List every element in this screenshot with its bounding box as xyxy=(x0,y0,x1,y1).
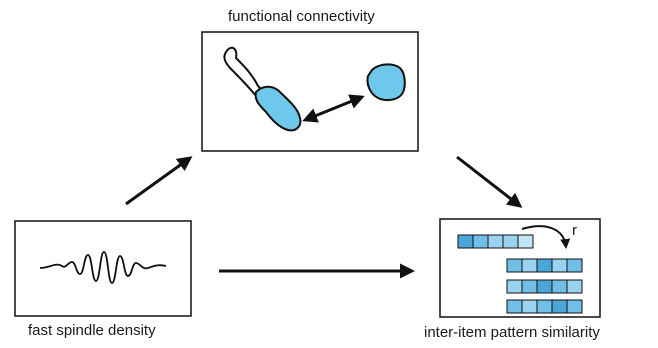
pattern-cell xyxy=(521,299,538,314)
pattern-cell xyxy=(521,279,538,294)
pattern-cell xyxy=(506,258,523,273)
blue-region-shape xyxy=(254,85,302,132)
arrow-fc-to-ips xyxy=(456,155,523,208)
pattern-cell xyxy=(551,279,568,294)
pattern-cell xyxy=(506,279,523,294)
connectivity-arrow xyxy=(302,94,365,123)
pattern-cell xyxy=(566,279,583,294)
pattern-cell xyxy=(536,258,553,273)
correlation-arrow xyxy=(521,225,571,249)
fsd-box xyxy=(14,220,192,317)
pattern-cell xyxy=(457,234,474,249)
pattern-cell xyxy=(551,258,568,273)
pattern-cell xyxy=(566,258,583,273)
correlation-r-label: r xyxy=(572,222,577,239)
fast-spindle-density-label: fast spindle density xyxy=(28,322,156,339)
pattern-cell xyxy=(521,258,538,273)
inter-item-pattern-similarity-label: inter-item pattern similarity xyxy=(424,324,600,341)
pattern-cell xyxy=(506,299,523,314)
pattern-cell xyxy=(536,279,553,294)
pattern-cell xyxy=(487,234,504,249)
pattern-cell xyxy=(536,299,553,314)
pattern-cell xyxy=(551,299,568,314)
arrow-fsd-to-fc xyxy=(125,156,193,206)
pattern-similarity-panel xyxy=(439,218,601,318)
round-region-shape xyxy=(366,63,406,102)
pattern-grid xyxy=(457,234,583,314)
pattern-cell xyxy=(566,299,583,314)
functional-connectivity-label: functional connectivity xyxy=(228,8,375,25)
functional-connectivity-panel xyxy=(201,31,419,152)
fast-spindle-density-panel xyxy=(14,220,192,317)
pattern-cell xyxy=(502,234,519,249)
pattern-cell xyxy=(472,234,489,249)
pattern-cell xyxy=(517,234,534,249)
spindle-waveform xyxy=(39,251,167,284)
